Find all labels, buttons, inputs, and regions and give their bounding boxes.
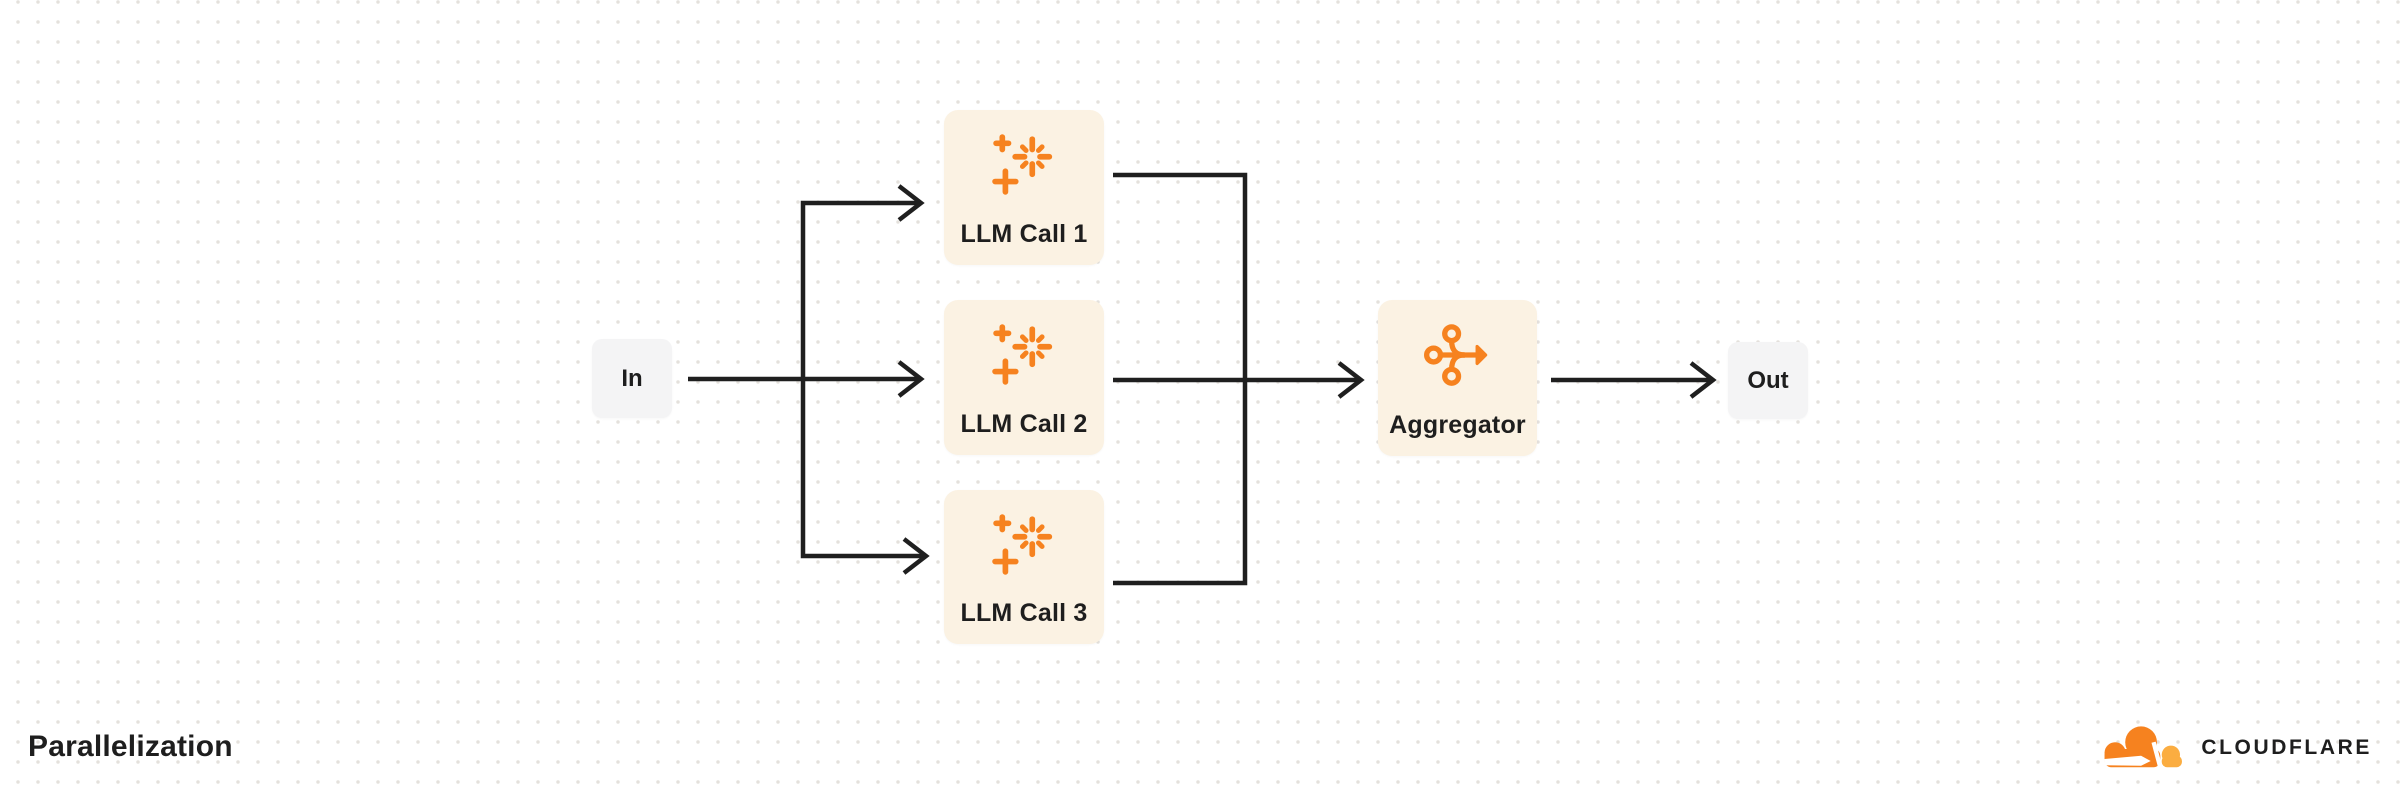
llm-call-3-node: LLM Call 3 xyxy=(944,490,1104,644)
output-node: Out xyxy=(1728,342,1808,419)
cloudflare-wordmark: CLOUDFLARE xyxy=(2201,736,2372,759)
llm-call-3-label: LLM Call 3 xyxy=(960,599,1088,627)
arrowhead-icon xyxy=(1337,361,1365,399)
merge-connector xyxy=(1113,172,1365,586)
llm-call-2-node: LLM Call 2 xyxy=(944,300,1104,455)
output-connector xyxy=(1551,361,1717,399)
ai-sparkle-icon xyxy=(992,514,1053,575)
split-connector xyxy=(688,184,930,575)
arrowhead-icon xyxy=(897,184,925,222)
input-node-label: In xyxy=(621,364,643,392)
llm-call-1-node: LLM Call 1 xyxy=(944,110,1104,265)
ai-sparkle-icon xyxy=(992,134,1053,195)
arrowhead-icon xyxy=(1689,361,1717,399)
arrowhead-icon xyxy=(902,537,930,575)
output-node-label: Out xyxy=(1747,366,1789,394)
ai-sparkle-icon xyxy=(992,324,1053,385)
arrowhead-icon xyxy=(897,360,925,398)
input-node: In xyxy=(592,339,672,418)
cloudflare-cloud-icon xyxy=(2104,726,2183,772)
cloud-light xyxy=(2162,745,2183,768)
aggregator-label: Aggregator xyxy=(1389,411,1526,439)
merge-arrows-icon xyxy=(1423,324,1487,386)
llm-call-2-label: LLM Call 2 xyxy=(960,410,1088,438)
diagram-title: Parallelization xyxy=(28,730,233,763)
aggregator-node: Aggregator xyxy=(1378,300,1537,456)
llm-call-1-label: LLM Call 1 xyxy=(960,220,1088,248)
cloudflare-logo: CLOUDFLARE xyxy=(2093,720,2372,776)
cloud-slash xyxy=(2104,755,2152,766)
